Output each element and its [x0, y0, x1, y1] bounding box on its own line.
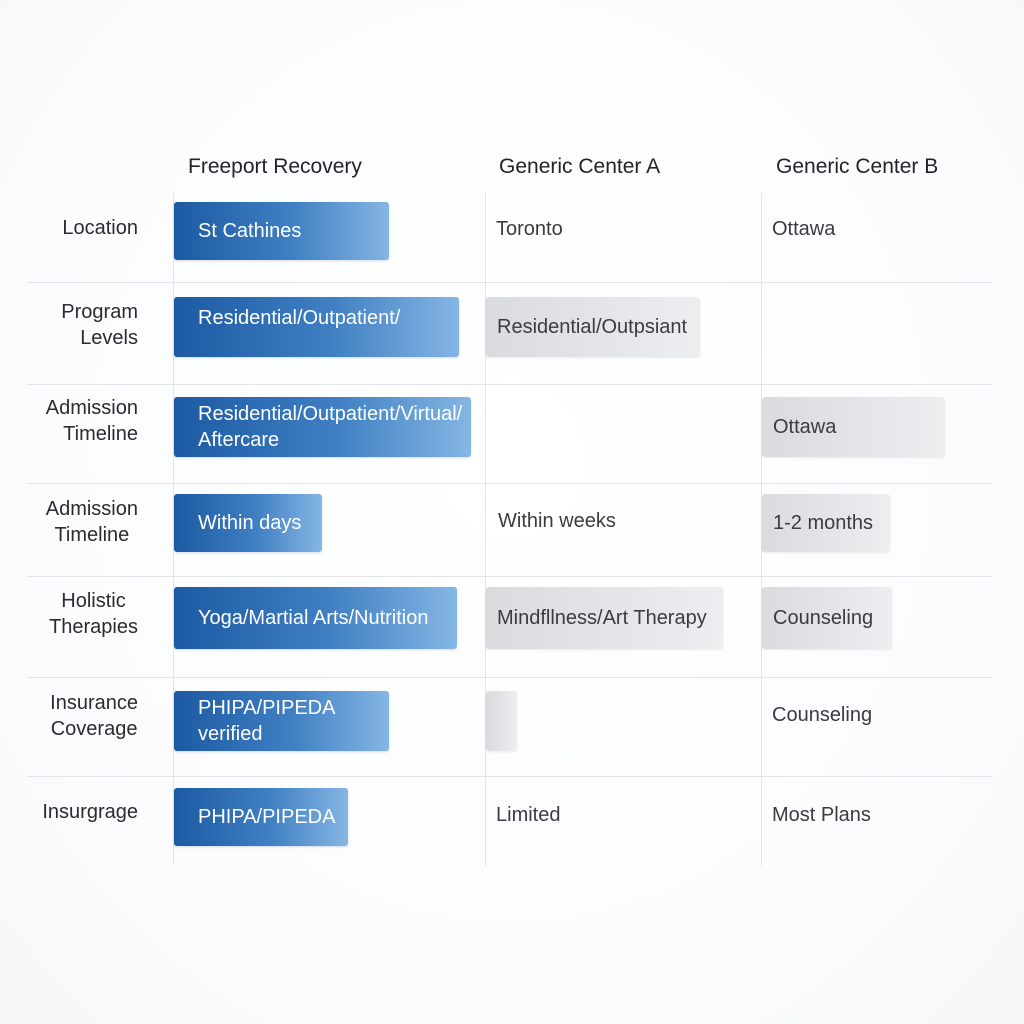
center-b-insurance: Counseling: [772, 704, 873, 726]
freeport-location-bar: St Cathines: [174, 202, 389, 260]
center-b-therapies-bar: Counseling: [762, 587, 892, 649]
row-label-admission-timeline-2: Admission Timeline: [45, 498, 138, 546]
column-header-generic-center-b: Generic Center B: [776, 155, 939, 178]
freeport-insurgrage-bar: PHIPA/PIPEDA: [174, 788, 348, 846]
column-header-freeport-recovery: Freeport Recovery: [188, 155, 362, 178]
freeport-timeline-bar: Within days: [174, 494, 322, 552]
center-b-insurgrage: Most Plans: [772, 804, 871, 826]
center-a-insurgrage: Limited: [496, 804, 561, 826]
freeport-insurance-bar: PHIPA/PIPEDA verified: [174, 691, 389, 751]
row-label-insurgrage: Insurgrage: [42, 801, 138, 823]
row-divider: [27, 576, 993, 577]
row-label-insurance-coverage: Insurance Coverage: [50, 692, 138, 740]
freeport-program-levels-bar: Residential/Outpatient/: [174, 297, 459, 357]
row-label-admission-timeline: Admission Timeline: [45, 397, 138, 445]
center-b-location: Ottawa: [772, 218, 836, 240]
row-divider: [27, 776, 993, 777]
center-a-location: Toronto: [496, 218, 563, 240]
center-b-admission-bar: Ottawa: [762, 397, 945, 457]
center-b-timeline-bar: 1-2 months: [762, 494, 890, 552]
center-a-insurance-bar: [486, 691, 517, 751]
row-label-holistic-therapies: Holistic Therapies: [49, 590, 138, 638]
column-divider: [173, 193, 174, 866]
row-label-program-levels: Program Levels: [61, 301, 138, 349]
center-a-therapies-bar: Mindfllness/Art Therapy: [486, 587, 723, 649]
center-a-timeline: Within weeks: [498, 510, 616, 532]
column-divider: [485, 193, 486, 866]
row-divider: [27, 384, 993, 385]
row-divider: [27, 483, 993, 484]
row-divider: [27, 282, 993, 283]
column-divider: [761, 193, 762, 866]
column-header-generic-center-a: Generic Center A: [499, 155, 661, 178]
row-divider: [27, 677, 993, 678]
freeport-admission-bar: Residential/Outpatient/Virtual/ Aftercar…: [174, 397, 471, 457]
row-label-location: Location: [62, 217, 138, 239]
center-a-program-levels-bar: Residential/Outpsiant: [486, 297, 700, 357]
freeport-therapies-bar: Yoga/Martial Arts/Nutrition: [174, 587, 457, 649]
